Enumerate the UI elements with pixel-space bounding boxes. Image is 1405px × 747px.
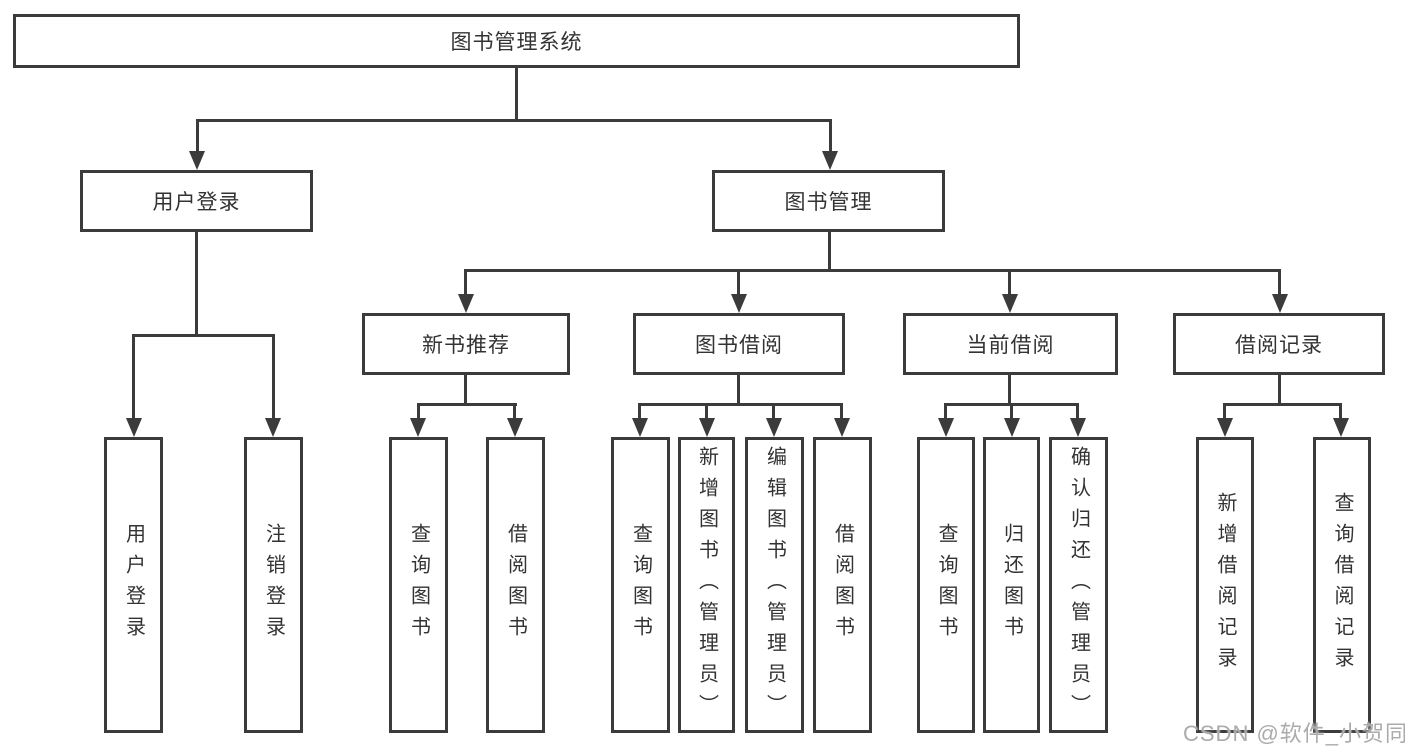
leaf-edit-books-admin: 编辑图书（管理员） <box>745 437 804 733</box>
connector-line <box>132 334 274 337</box>
connector-line <box>737 372 740 406</box>
connector-line <box>132 334 135 419</box>
connector-line <box>705 403 708 420</box>
arrow-down-icon <box>410 418 426 437</box>
connector-line <box>772 403 775 420</box>
leaf-return-books: 归还图书 <box>983 437 1040 733</box>
node-root-library-system: 图书管理系统 <box>13 14 1020 68</box>
leaf-query-books-2: 查询图书 <box>611 437 670 733</box>
connector-line <box>829 119 832 153</box>
connector-line <box>840 403 843 420</box>
connector-line <box>944 403 947 420</box>
leaf-confirm-return-admin: 确认归还（管理员） <box>1049 437 1108 733</box>
connector-line <box>737 269 740 296</box>
node-new-book-recommend: 新书推荐 <box>362 313 570 375</box>
leaf-query-books-3: 查询图书 <box>917 437 975 733</box>
leaf-add-borrow-record: 新增借阅记录 <box>1196 437 1254 733</box>
leaf-borrow-books-2: 借阅图书 <box>813 437 872 733</box>
arrow-down-icon <box>766 418 782 437</box>
connector-line <box>1278 269 1281 296</box>
connector-line <box>196 119 832 122</box>
connector-line <box>638 403 641 420</box>
arrow-down-icon <box>265 418 281 437</box>
leaf-query-books-1: 查询图书 <box>389 437 448 733</box>
connector-line <box>1008 372 1011 406</box>
arrow-down-icon <box>632 418 648 437</box>
connector-line <box>195 230 198 337</box>
connector-line <box>417 403 517 406</box>
arrow-down-icon <box>938 418 954 437</box>
arrow-down-icon <box>1217 418 1233 437</box>
connector-line <box>1223 403 1226 420</box>
arrow-down-icon <box>834 418 850 437</box>
arrow-down-icon <box>731 294 747 313</box>
leaf-logout: 注销登录 <box>244 437 303 733</box>
connector-line <box>417 403 420 420</box>
node-book-borrowing: 图书借阅 <box>633 313 845 375</box>
arrow-down-icon <box>822 151 838 170</box>
connector-line <box>1223 403 1342 406</box>
arrow-down-icon <box>1272 294 1288 313</box>
connector-line <box>464 269 1281 272</box>
arrow-down-icon <box>507 418 523 437</box>
arrow-down-icon <box>1333 418 1349 437</box>
arrow-down-icon <box>1004 418 1020 437</box>
connector-line <box>464 372 467 406</box>
connector-line <box>1339 403 1342 420</box>
connector-line <box>1010 403 1013 420</box>
connector-line <box>196 119 199 153</box>
arrow-down-icon <box>1070 418 1086 437</box>
leaf-borrow-books-1: 借阅图书 <box>486 437 545 733</box>
arrow-down-icon <box>189 151 205 170</box>
leaf-query-borrow-record: 查询借阅记录 <box>1313 437 1371 733</box>
node-user-login: 用户登录 <box>80 170 313 232</box>
connector-line <box>272 334 275 419</box>
arrow-down-icon <box>699 418 715 437</box>
arrow-down-icon <box>458 294 474 313</box>
arrow-down-icon <box>1002 294 1018 313</box>
node-borrowing-records: 借阅记录 <box>1173 313 1385 375</box>
connector-line <box>515 65 518 122</box>
node-book-management: 图书管理 <box>712 170 945 232</box>
node-current-borrowing: 当前借阅 <box>903 313 1118 375</box>
connector-line <box>638 403 842 406</box>
connector-line <box>464 269 467 296</box>
connector-line <box>513 403 516 420</box>
csdn-watermark: CSDN @软件_小贺同学 <box>1183 721 1405 746</box>
connector-line <box>1278 372 1281 406</box>
arrow-down-icon <box>126 418 142 437</box>
leaf-user-login: 用户登录 <box>104 437 163 733</box>
leaf-add-books-admin: 新增图书（管理员） <box>678 437 735 733</box>
connector-line <box>1076 403 1079 420</box>
connector-line <box>828 230 831 272</box>
connector-line <box>1008 269 1011 296</box>
